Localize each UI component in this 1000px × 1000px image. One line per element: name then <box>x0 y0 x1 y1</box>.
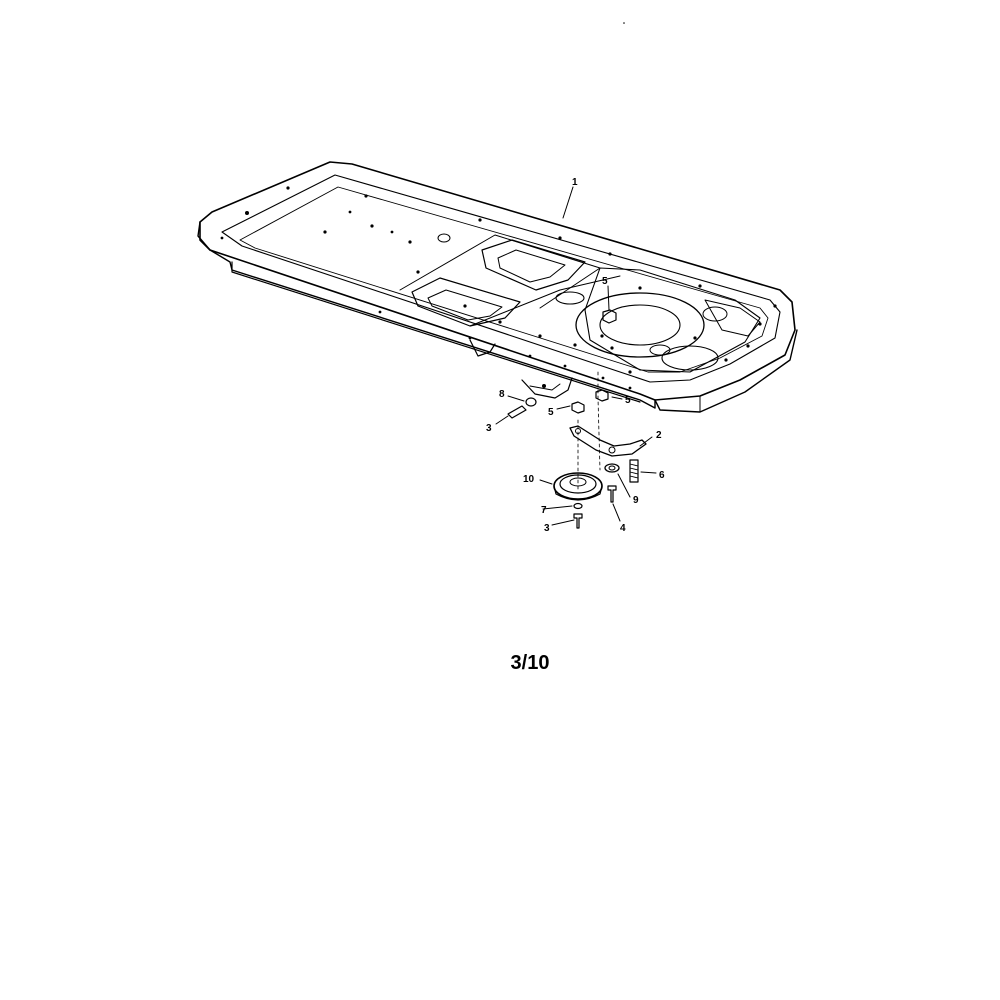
bolt-4 <box>607 485 617 503</box>
idler-arm-2 <box>569 425 647 457</box>
callout-5-top: 5 <box>602 276 608 287</box>
nut-5-left <box>571 401 585 414</box>
spring-6 <box>629 459 639 483</box>
nut-5-top <box>602 309 617 324</box>
idler-arm-assembly <box>507 309 647 529</box>
speck-dot <box>623 22 625 24</box>
washer-7 <box>573 502 583 510</box>
callout-4: 4 <box>620 523 626 534</box>
page-number: 3/10 <box>510 652 550 674</box>
callout-8: 8 <box>499 389 505 400</box>
callout-1: 1 <box>572 177 578 188</box>
callout-9: 9 <box>633 495 639 506</box>
spacer-9 <box>604 463 620 473</box>
leader-lines <box>495 186 657 526</box>
frame-plate <box>197 161 798 413</box>
callout-5-left: 5 <box>548 407 554 418</box>
nut-5-right <box>595 389 609 402</box>
washer-8 <box>525 397 537 407</box>
bolt-3-upper <box>507 405 527 419</box>
callout-3-lower: 3 <box>544 523 550 534</box>
callout-10: 10 <box>523 474 535 485</box>
callout-5-right: 5 <box>625 395 631 406</box>
callout-2: 2 <box>656 430 662 441</box>
pulley-10 <box>553 472 603 501</box>
callout-6: 6 <box>659 470 665 481</box>
bolt-3-lower <box>573 513 583 529</box>
callout-3-upper: 3 <box>486 423 492 434</box>
callout-7: 7 <box>541 505 547 516</box>
callout-labels: 1 2 3 3 4 5 5 5 6 7 8 9 10 <box>486 177 665 534</box>
